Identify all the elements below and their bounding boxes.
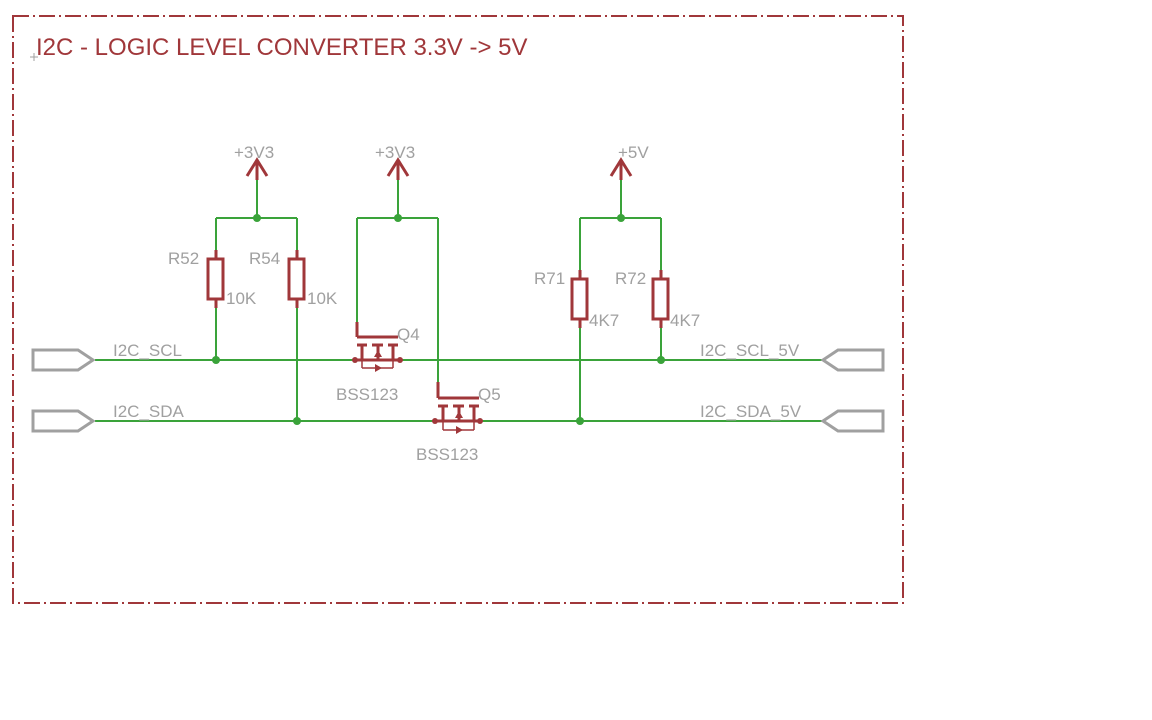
resistor-r71[interactable]: R71 4K7: [534, 269, 619, 330]
net-label: I2C_SDA_5V: [700, 402, 802, 421]
port-arrow-icon: [820, 409, 885, 433]
junction: [576, 417, 584, 425]
port-i2c-scl[interactable]: I2C_SCL: [31, 341, 182, 372]
transistor-name: Q5: [478, 385, 501, 404]
port-arrow-icon: [31, 348, 96, 372]
junction: [253, 214, 261, 222]
net-label: I2C_SDA: [113, 402, 185, 421]
supply-3v3-left[interactable]: +3V3: [234, 143, 274, 180]
resistor-r72[interactable]: R72 4K7: [615, 269, 700, 330]
net-label: I2C_SCL_5V: [700, 341, 800, 360]
resistor-value: 4K7: [589, 311, 619, 330]
transistor-value: BSS123: [336, 385, 398, 404]
resistor-value: 10K: [226, 289, 257, 308]
diode-icon: [456, 426, 463, 434]
wires: [95, 178, 825, 422]
port-i2c-sda[interactable]: I2C_SDA: [31, 402, 185, 433]
port-arrow-icon: [820, 348, 885, 372]
supply-5v[interactable]: +5V: [609, 143, 649, 180]
supply-label: +3V3: [375, 143, 415, 162]
resistor-name: R54: [249, 249, 280, 268]
junction: [212, 356, 220, 364]
port-i2c-sda-5v[interactable]: I2C_SDA_5V: [700, 402, 885, 433]
port-arrow-icon: [31, 409, 96, 433]
junction: [394, 214, 402, 222]
diode-icon: [375, 364, 382, 372]
junction: [657, 356, 665, 364]
body-diode-arrow-icon: [374, 350, 382, 357]
schematic-title: I2C - LOGIC LEVEL CONVERTER 3.3V -> 5V: [36, 34, 528, 61]
transistor-name: Q4: [397, 325, 420, 344]
port-i2c-scl-5v[interactable]: I2C_SCL_5V: [700, 341, 885, 372]
supply-3v3-middle[interactable]: +3V3: [375, 143, 415, 180]
resistor-value: 4K7: [670, 311, 700, 330]
net-label: I2C_SCL: [113, 341, 182, 360]
resistor-value: 10K: [307, 289, 338, 308]
junction: [617, 214, 625, 222]
mosfet-q4[interactable]: Q4 BSS123: [336, 322, 420, 404]
junctions: [212, 214, 665, 425]
supply-label: +5V: [618, 143, 649, 162]
transistor-value: BSS123: [416, 445, 478, 464]
resistor-name: R71: [534, 269, 565, 288]
junction: [293, 417, 301, 425]
resistor-name: R72: [615, 269, 646, 288]
resistor-r54[interactable]: R54 10K: [249, 249, 338, 308]
resistor-r52[interactable]: R52 10K: [168, 249, 257, 308]
supply-label: +3V3: [234, 143, 274, 162]
resistor-name: R52: [168, 249, 199, 268]
body-diode-arrow-icon: [455, 411, 463, 418]
sheet-frame: [12, 15, 904, 604]
mosfet-q5[interactable]: Q5 BSS123: [416, 382, 501, 464]
